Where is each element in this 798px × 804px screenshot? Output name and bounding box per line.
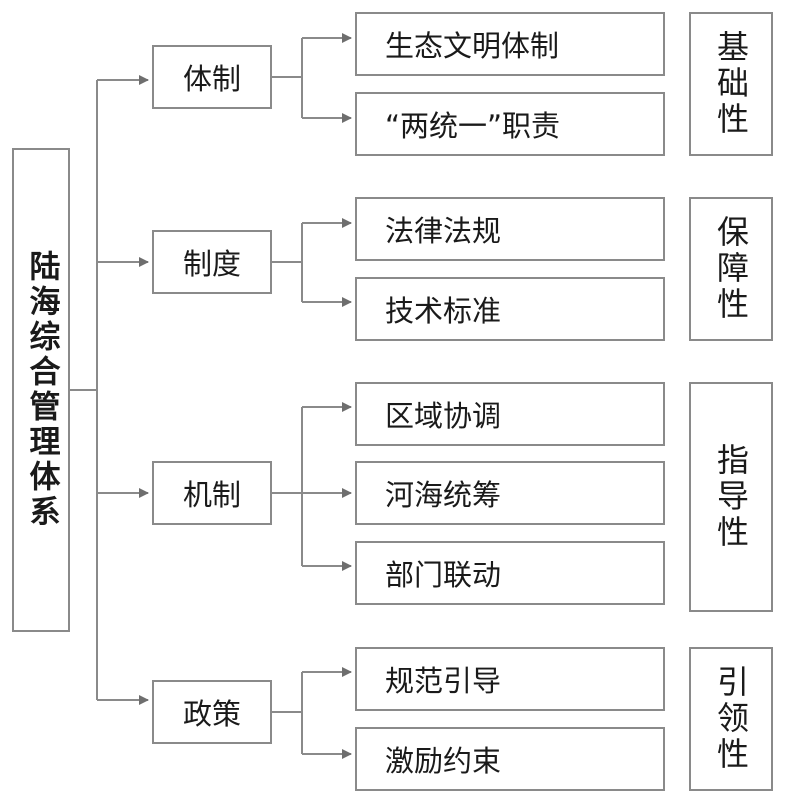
leaf-jizhi-2: 河海统筹 [355, 461, 665, 525]
leaf-zhengce-2: 激励约束 [355, 727, 665, 791]
property-tag-label: 引领性 [712, 665, 750, 773]
node-zhengce: 政策 [152, 680, 272, 744]
property-tag-yinling: 引领性 [689, 647, 773, 791]
root-node: 陆海综合管理体系 [12, 148, 70, 632]
leaf-zhengce-1: 规范引导 [355, 647, 665, 711]
property-tag-jichu: 基础性 [689, 12, 773, 156]
node-tizhi: 体制 [152, 45, 272, 109]
leaf-jizhi-3: 部门联动 [355, 541, 665, 605]
property-tag-label: 保障性 [712, 215, 750, 323]
leaf-tizhi-2: “两统一”职责 [355, 92, 665, 156]
leaf-zhidu-2: 技术标准 [355, 277, 665, 341]
property-tag-baozhang: 保障性 [689, 197, 773, 341]
property-tag-zhidao: 指导性 [689, 382, 773, 612]
leaf-tizhi-1: 生态文明体制 [355, 12, 665, 76]
property-tag-label: 指导性 [712, 443, 750, 551]
root-label: 陆海综合管理体系 [23, 250, 60, 530]
leaf-jizhi-1: 区域协调 [355, 382, 665, 446]
node-zhidu: 制度 [152, 230, 272, 294]
leaf-zhidu-1: 法律法规 [355, 197, 665, 261]
property-tag-label: 基础性 [712, 30, 750, 138]
node-jizhi: 机制 [152, 461, 272, 525]
